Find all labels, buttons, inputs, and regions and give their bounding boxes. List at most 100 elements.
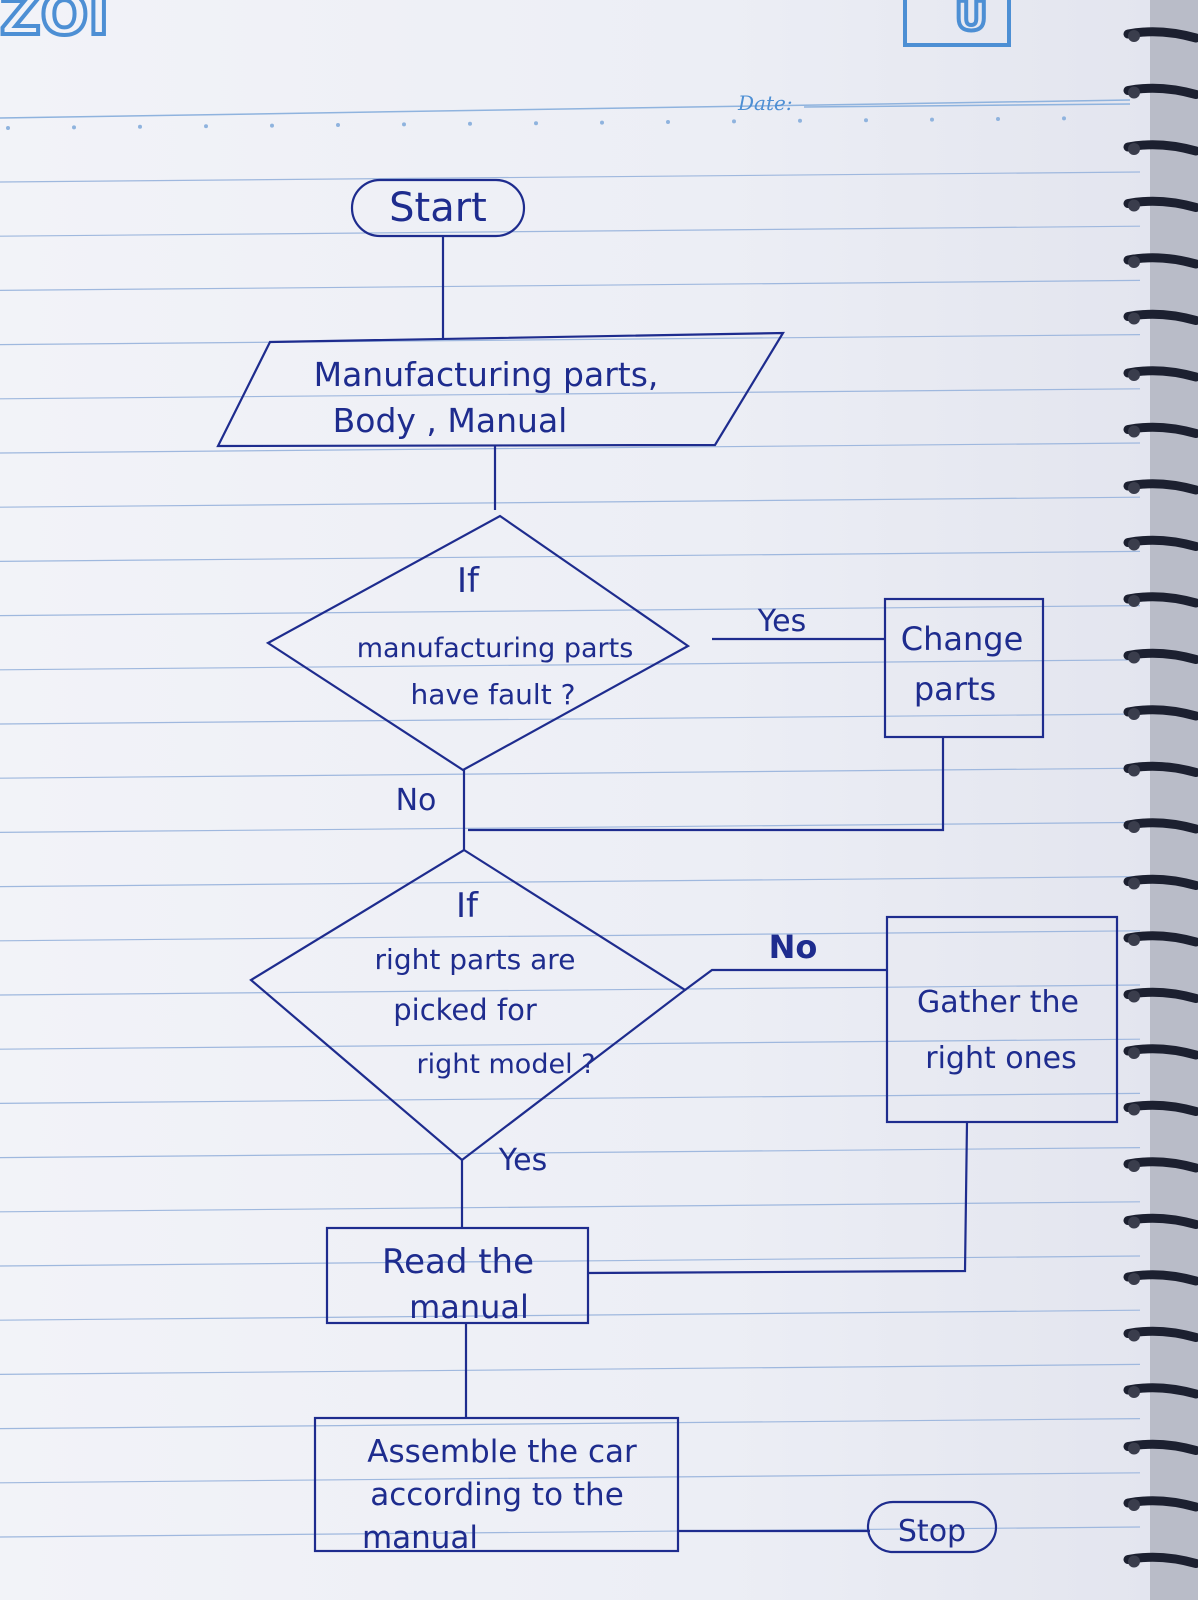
decision2-line3: picked for (393, 993, 537, 1027)
brand-logo-left: ZOI (0, 0, 109, 48)
ruled-line (0, 1417, 1141, 1430)
spiral-hole (1128, 30, 1140, 42)
ruled-line (0, 604, 1141, 617)
gather-box (885, 915, 1119, 1124)
start-label: Start (389, 185, 487, 231)
spiral-hole (1128, 482, 1140, 494)
spiral-hole (1128, 425, 1140, 438)
ruled-line (0, 875, 1141, 888)
header-dot (204, 124, 208, 129)
spiral-hole (1128, 595, 1140, 607)
decision1-line1: If (457, 561, 480, 601)
ruled-line (0, 442, 1141, 454)
spiral-hole (1128, 1442, 1140, 1455)
ruled-line (0, 496, 1141, 508)
ruled-line (0, 279, 1141, 291)
decision2-line2: right parts are (375, 943, 576, 976)
gather-line1: Gather the (917, 985, 1079, 1020)
ruled-line (0, 334, 1141, 346)
read-manual-box (325, 1226, 590, 1325)
change-parts-line1: Change (901, 620, 1024, 658)
spiral-hole (1128, 651, 1140, 664)
ruled-line (0, 767, 1141, 779)
header-dot (72, 125, 76, 130)
header-dot (336, 123, 340, 127)
decision2-yes-label: Yes (498, 1143, 547, 1178)
ruled-line (0, 225, 1141, 237)
ruled-line (0, 1309, 1141, 1321)
ruled-line (0, 1526, 1141, 1538)
spiral-hole (1128, 821, 1140, 833)
header-dot (600, 120, 604, 125)
change-parts-box (883, 597, 1045, 739)
header-dot (996, 117, 1000, 121)
ruled-lines (0, 171, 1141, 1538)
assemble-line1: Assemble the car (367, 1434, 637, 1470)
ruled-line (0, 1255, 1141, 1267)
ruled-line (0, 171, 1141, 183)
read-manual-line1: Read the (382, 1242, 534, 1282)
ruled-line (0, 1092, 1141, 1105)
header-dot (666, 120, 670, 124)
spiral-hole (1128, 143, 1140, 155)
svg-text:U: U (955, 0, 987, 40)
brand-logo-right: U (903, 0, 1011, 47)
decision1-line3: have fault ? (411, 678, 576, 711)
header-dot (930, 117, 934, 122)
assemble-box (313, 1416, 680, 1553)
header-rule (0, 99, 1131, 119)
spiral-hole (1128, 1386, 1140, 1398)
ruled-line (0, 659, 1141, 671)
header-dot (732, 119, 736, 124)
decision2-line1: If (456, 886, 479, 926)
spiral-binding (1123, 0, 1198, 1600)
spiral-hole (1128, 764, 1140, 777)
ruled-line (0, 930, 1141, 942)
header-dot (138, 124, 142, 129)
input-label-line2: Body , Manual (333, 401, 568, 440)
decision1-yes-label: Yes (757, 604, 806, 639)
ruled-line (0, 1472, 1141, 1484)
gather-line2: right ones (925, 1041, 1076, 1076)
read-manual-line2: manual (409, 1288, 529, 1326)
spiral-hole (1128, 1329, 1140, 1342)
decision1-line2: manufacturing parts (357, 633, 634, 664)
stop-label: Stop (898, 1514, 966, 1549)
ruled-line (0, 821, 1141, 834)
change-parts-line2: parts (914, 670, 996, 708)
spiral-hole (1128, 1103, 1140, 1116)
assemble-line3: manual (362, 1520, 478, 1556)
spiral-hole (1128, 1555, 1140, 1568)
connector-gather-return (587, 1121, 969, 1275)
spiral-hole (1128, 1499, 1140, 1511)
date-label: Date: (737, 91, 793, 115)
spiral-hole (1128, 86, 1140, 99)
spiral-hole (1128, 1273, 1140, 1285)
ruled-line (0, 1363, 1141, 1376)
header-dot (798, 118, 802, 123)
spiral-hole (1128, 934, 1140, 946)
spiral-hole (1128, 708, 1140, 720)
input-parallelogram (216, 331, 785, 448)
date-line (803, 103, 1131, 108)
ruled-line (0, 1038, 1141, 1050)
spiral-hole (1128, 312, 1140, 325)
spiral-hole (1128, 1160, 1140, 1172)
stop-terminator (866, 1500, 998, 1554)
binding-edge (1150, 0, 1198, 1600)
header-dot (402, 122, 406, 127)
ruled-line (0, 713, 1141, 725)
header-dot (1062, 116, 1066, 121)
input-label-line1: Manufacturing parts, (314, 355, 659, 394)
header-dot (6, 126, 10, 130)
start-terminator (350, 178, 526, 238)
spiral-hole (1128, 1216, 1140, 1229)
ruled-line (0, 984, 1141, 996)
header-dot (534, 121, 538, 126)
spiral-hole (1128, 199, 1140, 212)
decision2-line4: right model ? (416, 1049, 595, 1080)
spiral-hole (1128, 538, 1140, 551)
spiral-hole (1128, 256, 1140, 268)
